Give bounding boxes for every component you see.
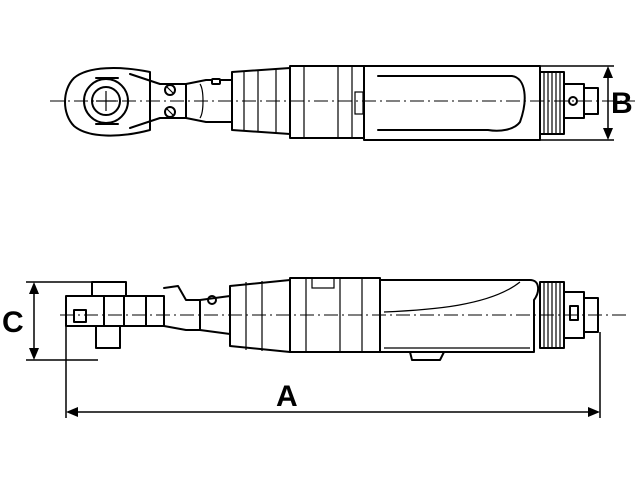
side-neck-pin — [207, 295, 217, 305]
dimension-b: B — [540, 65, 633, 141]
side-trigger — [409, 351, 445, 361]
ratchet-top-view — [50, 65, 635, 141]
dimension-a: A — [65, 326, 601, 418]
dimension-c-label: C — [2, 306, 24, 339]
top-collar — [289, 65, 365, 139]
square-drive-inner — [91, 86, 121, 116]
top-air-inlet — [583, 87, 599, 115]
top-head-outline — [64, 67, 151, 137]
side-drive-square — [95, 325, 121, 349]
top-neck-mark — [211, 78, 221, 85]
side-head-top — [91, 281, 127, 297]
top-pin-upper — [164, 84, 176, 96]
dimension-c: C — [2, 281, 98, 361]
top-pin-lower — [164, 106, 176, 118]
ratchet-side-view — [60, 277, 630, 361]
side-handle — [379, 279, 540, 353]
dimension-b-label: B — [611, 87, 633, 120]
side-air-inlet — [583, 297, 599, 333]
dimension-a-label: A — [276, 380, 298, 413]
